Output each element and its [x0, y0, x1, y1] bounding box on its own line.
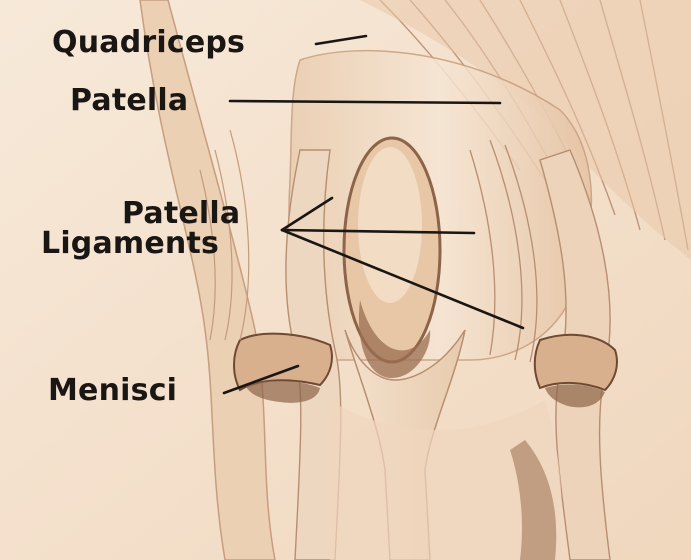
menisci-label: Menisci	[48, 376, 177, 406]
patella-highlight	[358, 147, 422, 303]
patella-label: Patella	[70, 86, 188, 116]
patella-ligaments-label-line1: Patella	[122, 199, 240, 229]
patella-ligaments-label-line2: Ligaments	[41, 229, 219, 259]
right-meniscus	[535, 335, 617, 390]
quadriceps-label: Quadriceps	[52, 28, 245, 58]
